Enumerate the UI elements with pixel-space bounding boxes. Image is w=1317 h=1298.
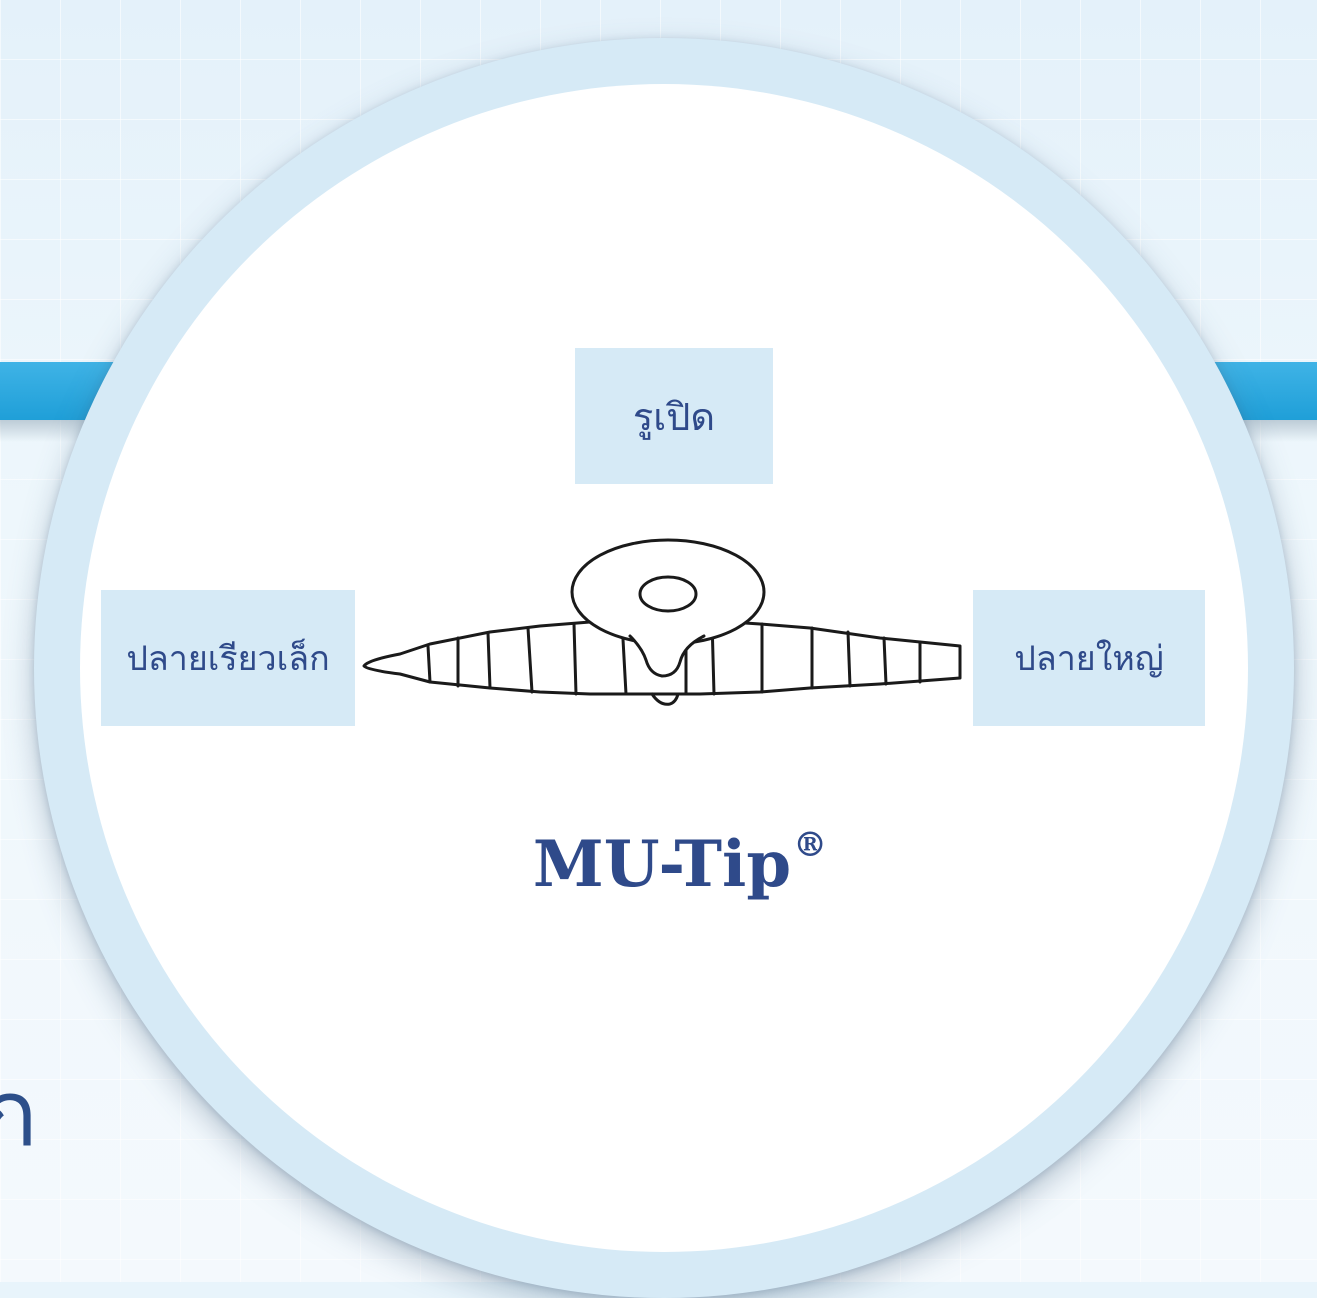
- partial-background-text: ก: [0, 1060, 38, 1167]
- device-notch: [650, 692, 680, 706]
- label-opening: รูเปิด: [575, 348, 773, 484]
- opening-hole: [638, 575, 698, 613]
- opening-stem: [628, 634, 706, 678]
- device-title: MU-Tip®: [500, 828, 860, 897]
- registered-mark: ®: [793, 825, 828, 865]
- mu-tip-device-drawing: [362, 538, 962, 706]
- opening-disc: [570, 538, 766, 646]
- label-large-end: ปลายใหญ่: [973, 590, 1205, 726]
- title-text: MU-Tip: [532, 827, 792, 902]
- device-segments: [426, 618, 922, 696]
- label-small-tapered-end: ปลายเรียวเล็ก: [101, 590, 355, 726]
